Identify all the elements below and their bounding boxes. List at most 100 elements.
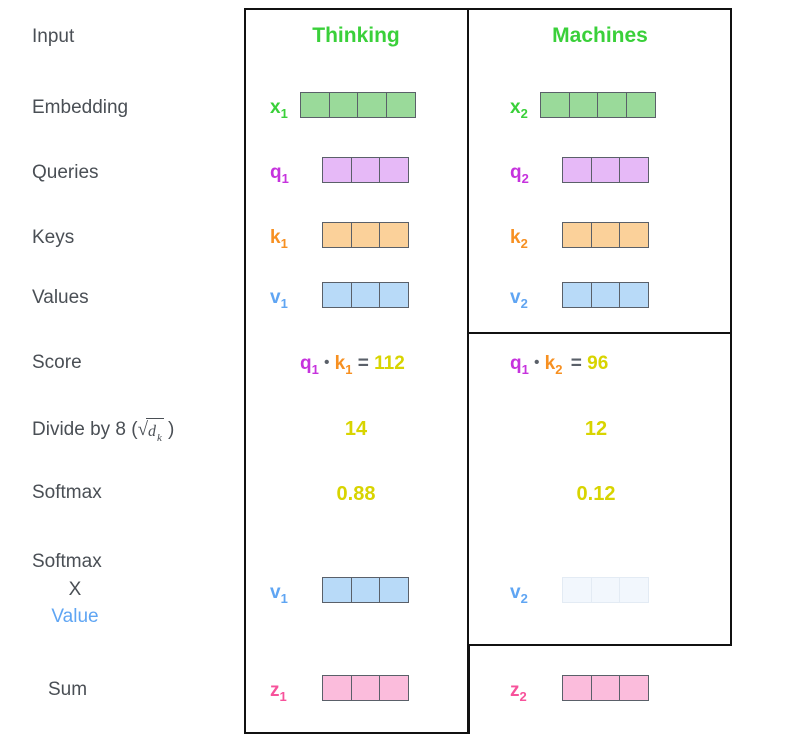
x2-letter: x (510, 97, 521, 118)
vector-x2 (540, 92, 657, 118)
score2-eq: = (570, 353, 582, 374)
column-header-thinking: Thinking (312, 24, 400, 47)
cell (562, 577, 592, 603)
vector-z2 (562, 675, 650, 701)
vector-v2-weighted (562, 577, 650, 603)
cell (619, 157, 650, 183)
row-label-score: Score (32, 352, 82, 373)
vector-k2 (562, 222, 650, 248)
cell (379, 675, 410, 701)
softmax-value-col2: 0.12 (576, 483, 616, 505)
z2-letter: z (510, 680, 520, 701)
k2-sub: 2 (520, 235, 528, 251)
softmax-value-col1: 0.88 (336, 483, 376, 505)
divided-value-col1: 14 (344, 418, 368, 440)
row-label-divide: Divide by 8 (√dk) (32, 417, 174, 444)
cell (322, 282, 352, 308)
vector-z1 (322, 675, 410, 701)
row-label-queries: Queries (32, 162, 99, 183)
cell (350, 157, 381, 183)
dk-k: k (157, 431, 162, 444)
cell (590, 675, 621, 701)
cell (562, 222, 592, 248)
x1-letter: x (270, 97, 281, 118)
score1-q-sub: 1 (311, 361, 319, 377)
v2w-letter: v (510, 582, 521, 603)
softmax-word: Softmax (32, 551, 102, 572)
cell (590, 282, 621, 308)
vector-v1-weighted (322, 577, 410, 603)
z2-sub: 2 (519, 688, 527, 704)
vector-label-v2-weighted: v2 (510, 582, 528, 606)
column-header-machines: Machines (552, 24, 648, 47)
score2-q: q (510, 353, 522, 374)
v1w-sub: 1 (280, 590, 288, 606)
k1-sub: 1 (280, 235, 288, 251)
cell (590, 577, 621, 603)
q2-letter: q (510, 162, 522, 183)
vector-label-k1: k1 (270, 227, 288, 251)
sqrt-symbol: √ (137, 419, 149, 440)
cell (379, 157, 410, 183)
divide-text: Divide by 8 ( (32, 419, 138, 440)
row-label-softmax-x-value: Softmax X Value (32, 548, 118, 631)
k1-letter: k (270, 227, 281, 248)
z1-letter: z (270, 680, 280, 701)
v1w-letter: v (270, 582, 281, 603)
v1-letter: v (270, 287, 281, 308)
cell (322, 675, 352, 701)
v2-sub: 2 (520, 295, 528, 311)
vector-label-z1: z1 (270, 680, 287, 704)
cell (619, 577, 650, 603)
vector-v1 (322, 282, 410, 308)
vector-label-v2: v2 (510, 287, 528, 311)
cell (626, 92, 657, 118)
z1-sub: 1 (279, 688, 287, 704)
q1-letter: q (270, 162, 282, 183)
vector-label-z2: z2 (510, 680, 527, 704)
v1-sub: 1 (280, 295, 288, 311)
x1-sub: 1 (280, 105, 288, 121)
cell (562, 282, 592, 308)
score2-value: 96 (587, 353, 609, 374)
score2-q-sub: 1 (521, 361, 529, 377)
vector-k1 (322, 222, 410, 248)
row-label-keys: Keys (32, 227, 75, 248)
q2-sub: 2 (521, 170, 529, 186)
vector-v2 (562, 282, 650, 308)
vector-label-v1-weighted: v1 (270, 582, 288, 606)
vector-x1 (300, 92, 417, 118)
dot-operator-icon: • (324, 354, 330, 371)
cell (562, 675, 592, 701)
cell (322, 157, 352, 183)
cell (350, 675, 381, 701)
score2-k-sub: 2 (555, 361, 563, 377)
vector-q1 (322, 157, 410, 183)
cell (379, 222, 410, 248)
score-formula-col1: q1 • k1 = 112 (300, 353, 405, 377)
row-label-input: Input (32, 26, 75, 47)
row-label-values: Values (32, 287, 89, 308)
row-label-sum: Sum (48, 679, 88, 700)
cell (590, 222, 621, 248)
vector-label-x2: x2 (510, 97, 528, 121)
row-label-embedding: Embedding (32, 97, 129, 118)
cell (619, 222, 650, 248)
cell (300, 92, 330, 118)
cell (568, 92, 599, 118)
cell (350, 222, 381, 248)
dot-operator-icon: • (534, 354, 540, 371)
divided-value-col2: 12 (584, 418, 608, 440)
cell (597, 92, 628, 118)
score2-k: k (544, 353, 556, 374)
score1-q: q (300, 353, 312, 374)
vector-label-v1: v1 (270, 287, 288, 311)
cell (386, 92, 417, 118)
cell (540, 92, 570, 118)
cell (350, 282, 381, 308)
cell (379, 577, 410, 603)
cell (328, 92, 359, 118)
times-word: X (68, 578, 82, 600)
cell (322, 577, 352, 603)
